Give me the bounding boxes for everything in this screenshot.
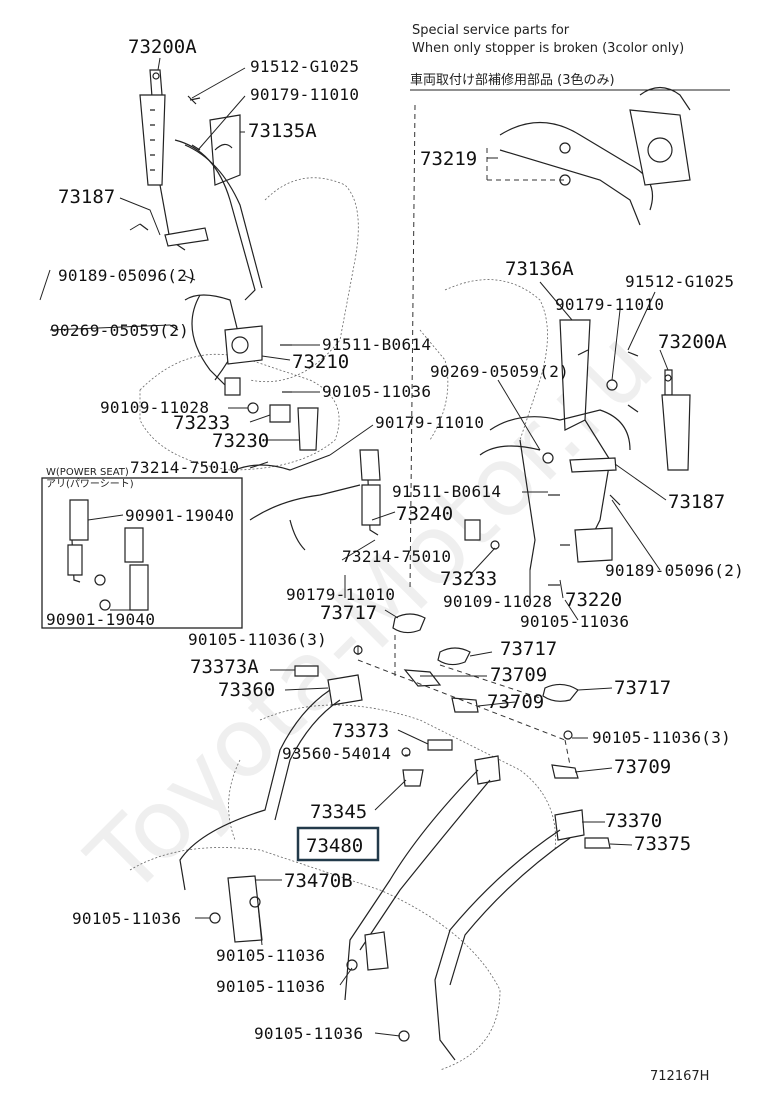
label-73370: 73370 [605, 810, 662, 832]
label-73214-b: 73214-75010 [342, 547, 451, 566]
label-90901-a: 90901-19040 [125, 506, 234, 525]
label-90179-left: 90179-11010 [250, 85, 359, 104]
label-90105-3a: 90105-11036(3) [188, 630, 327, 649]
note-line3: 車両取付け部補修用部品 (3色のみ) [410, 72, 615, 88]
label-90105-d: 90105-11036 [216, 946, 325, 965]
label-90105-c: 90105-11036 [72, 909, 181, 928]
label-73233-left: 73233 [173, 412, 230, 434]
label-73470B: 73470B [284, 870, 353, 892]
right-front-belt-assembly [464, 319, 691, 586]
label-91511-left: 91511-B0614 [322, 335, 431, 354]
label-90269-left: 90269-05059(2) [50, 321, 189, 340]
label-73135A: 73135A [248, 120, 317, 142]
diagram-code: 712167H [650, 1069, 709, 1084]
label-90105-3b: 90105-11036(3) [592, 728, 731, 747]
label-90189-right: 90189-05096(2) [605, 561, 744, 580]
seat-outlines [129, 177, 556, 1071]
label-90179-bottom: 90179-11010 [286, 585, 395, 604]
label-73200A-right: 73200A [658, 331, 727, 353]
label-90105-e: 90105-11036 [216, 977, 325, 996]
label-73480: 73480 [306, 835, 363, 857]
label-73360: 73360 [218, 679, 275, 701]
left-buckle [359, 449, 381, 536]
label-73210: 73210 [292, 351, 349, 373]
note-line1: Special service parts for [412, 23, 570, 38]
label-73717-b: 73717 [500, 638, 557, 660]
left-front-belt-assembly [139, 69, 361, 551]
label-91512-right: 91512-G1025 [625, 272, 734, 291]
label-90189-left: 90189-05096(2) [58, 266, 197, 285]
label-90269-right: 90269-05059(2) [430, 362, 569, 381]
label-73233-right: 73233 [440, 568, 497, 590]
label-90109-right: 90109-11028 [443, 592, 552, 611]
label-73220: 73220 [565, 589, 622, 611]
note-line2: When only stopper is broken (3color only… [412, 41, 684, 56]
label-90105-a: 90105-11036 [322, 382, 431, 401]
label-73345: 73345 [310, 801, 367, 823]
special-service-parts [499, 86, 691, 226]
label-90901-b: 90901-19040 [46, 610, 155, 629]
label-93560: 93560-54014 [282, 744, 391, 763]
label-91512-left: 91512-G1025 [250, 57, 359, 76]
label-90179-mid: 90179-11010 [375, 413, 484, 432]
label-73717-a: 73717 [320, 602, 377, 624]
group-lines [357, 104, 571, 766]
label-73230: 73230 [212, 430, 269, 452]
label-73187-right: 73187 [668, 491, 725, 513]
label-73219: 73219 [420, 148, 477, 170]
label-73187-left: 73187 [58, 186, 115, 208]
rear-belt-assembly [179, 613, 611, 1061]
highlight-73480-box [296, 826, 380, 862]
label-73375: 73375 [634, 833, 691, 855]
label-73214-a: 73214-75010 [130, 458, 239, 477]
label-73240: 73240 [396, 503, 453, 525]
inset-title2: アリ(パワーシート) [46, 478, 134, 490]
inset-title1: W(POWER SEAT) [46, 467, 129, 478]
label-73709-a: 73709 [490, 664, 547, 686]
label-73136A: 73136A [505, 258, 574, 280]
label-90179-right: 90179-11010 [555, 295, 664, 314]
inset-parts [67, 499, 149, 611]
label-73717-c: 73717 [614, 677, 671, 699]
leader-lines [39, 57, 669, 1037]
label-90109-left: 90109-11028 [100, 398, 209, 417]
label-73373A: 73373A [190, 656, 259, 678]
label-90105-f: 90105-11036 [254, 1024, 363, 1043]
label-91511-right: 91511-B0614 [392, 482, 501, 501]
label-73200A-left: 73200A [128, 36, 197, 58]
label-90105-b: 90105-11036 [520, 612, 629, 631]
label-73373: 73373 [332, 720, 389, 742]
label-73709-c: 73709 [614, 756, 671, 778]
label-73709-b: 73709 [487, 691, 544, 713]
